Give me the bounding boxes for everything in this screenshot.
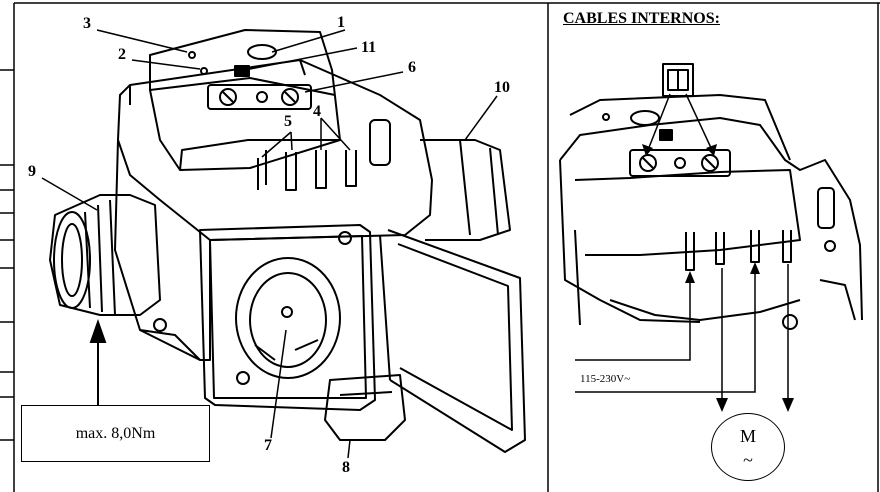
callout-10: 10 <box>494 79 510 96</box>
callout-9: 9 <box>28 163 36 180</box>
callout-11: 11 <box>361 39 377 56</box>
torque-label: max. 8,0Nm <box>75 424 156 442</box>
callout-2: 2 <box>118 46 126 63</box>
alternating-current-symbol: ~ <box>743 450 753 470</box>
callout-4: 4 <box>313 103 321 120</box>
internal-illustration <box>559 63 863 330</box>
motor-symbol: M ~ <box>711 413 785 481</box>
callout-leaders <box>41 29 498 459</box>
torque-label-box: max. 8,0Nm <box>21 405 210 462</box>
callout-1: 1 <box>337 14 345 31</box>
motor-label: M <box>739 426 756 446</box>
callout-8: 8 <box>342 459 350 476</box>
wiring-lines <box>575 93 789 405</box>
voltage-label: 115-230V~ <box>580 373 631 385</box>
callout-3: 3 <box>83 15 91 32</box>
wiring-arrowheads <box>642 144 794 412</box>
callout-7: 7 <box>264 437 272 454</box>
internal-cables-title: CABLES INTERNOS: <box>563 10 720 27</box>
callout-6: 6 <box>408 59 416 76</box>
torque-arrow <box>89 318 107 405</box>
device-illustration <box>49 29 526 453</box>
callout-5: 5 <box>284 113 292 130</box>
